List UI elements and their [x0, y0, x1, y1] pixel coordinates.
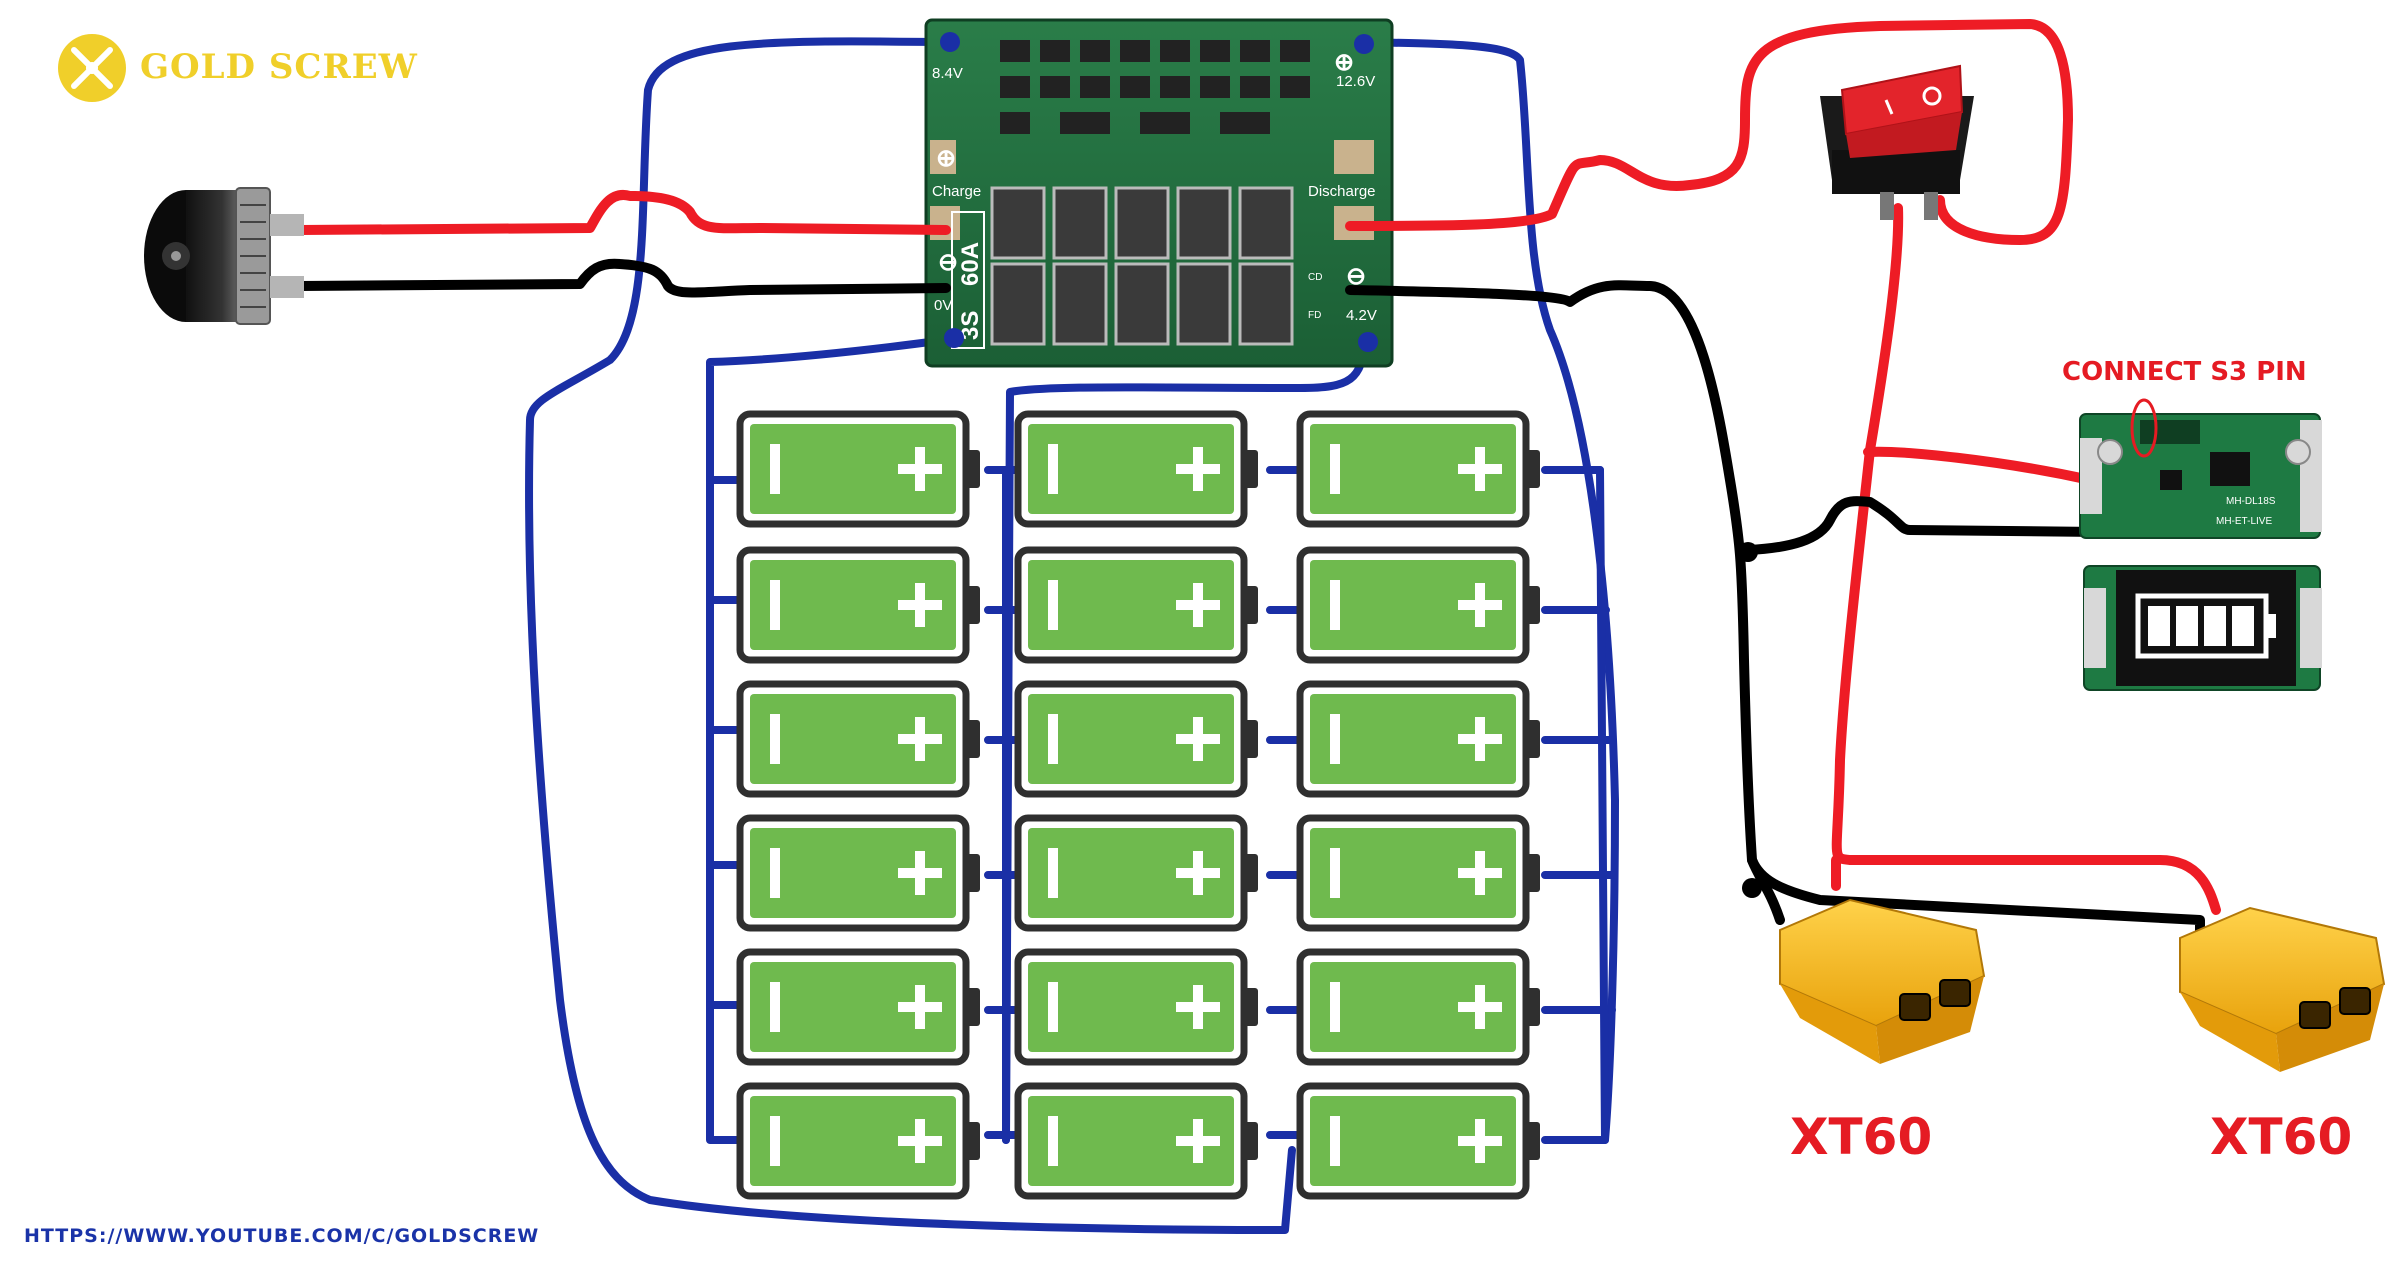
- battery-minus-icon: [1048, 580, 1058, 630]
- battery-cell: [1014, 410, 1258, 528]
- battery-minus-icon: [1330, 580, 1340, 630]
- black-junction-dot-2: [1742, 878, 1762, 898]
- battery-minus-icon: [770, 714, 780, 764]
- battery-cell: [1014, 546, 1258, 664]
- battery-cell: [736, 546, 980, 664]
- battery-cell: [736, 814, 980, 932]
- bms-label-charge: Charge: [932, 183, 981, 200]
- bms-board: 8.4V 12.6V Charge Discharge 0V 4.2V ⊕ ⊖ …: [924, 18, 1394, 368]
- bms-label-cd: CD: [1308, 272, 1322, 283]
- battery-minus-icon: [1330, 848, 1340, 898]
- battery-cell: [736, 1082, 980, 1200]
- brand-name: GOLD SCREW: [140, 47, 418, 87]
- xt60-connector-left: [1779, 898, 1986, 1064]
- battery-cell: [1296, 1082, 1540, 1200]
- battery-level-icon: [2135, 593, 2276, 659]
- battery-minus-icon: [1048, 444, 1058, 494]
- battery-minus-icon: [770, 982, 780, 1032]
- battery-cell: [1014, 814, 1258, 932]
- switch-off-mark: [1922, 86, 1942, 106]
- bms-label-fd: FD: [1308, 310, 1321, 321]
- indicator-model-sub: MH-ET-LIVE: [2216, 516, 2272, 527]
- red-wires: [295, 19, 2221, 915]
- battery-minus-icon: [1330, 1116, 1340, 1166]
- s3-pin-highlight: [2130, 398, 2158, 458]
- battery-minus-icon: [770, 848, 780, 898]
- bms-label-0v: 0V: [934, 297, 952, 314]
- bms-components: [1000, 40, 1310, 134]
- bms-mosfets: [990, 186, 1294, 346]
- battery-cell: [1014, 948, 1258, 1066]
- battery-cell: [1014, 1082, 1258, 1200]
- blue-wires: [525, 37, 1619, 1234]
- battery-grid: [736, 410, 1540, 1200]
- xt60-right-label: XT60: [2210, 1108, 2352, 1166]
- switch-on-mark: [1884, 99, 1894, 115]
- battery-cell: [736, 410, 980, 528]
- xt60-left-label: XT60: [1790, 1108, 1932, 1166]
- battery-indicator-module: CONNECT S3 PIN MH-DL18S MH-ET-LIVE: [2062, 357, 2322, 691]
- battery-minus-icon: [1330, 982, 1340, 1032]
- battery-cell: [1296, 546, 1540, 664]
- battery-minus-icon: [1048, 714, 1058, 764]
- battery-minus-icon: [770, 444, 780, 494]
- bms-blue-dots: [940, 32, 1378, 352]
- bms-pads: [930, 140, 1374, 240]
- crossed-screws-icon: [58, 34, 126, 102]
- bms-plus-left: ⊕: [936, 145, 956, 172]
- battery-cell: [1014, 680, 1258, 798]
- battery-cell: [736, 680, 980, 798]
- bms-plus-right: ⊕: [1334, 49, 1354, 76]
- rocker-switch: [1820, 64, 1974, 220]
- brand-logo: GOLD SCREW: [58, 34, 418, 102]
- indicator-model: MH-DL18S: [2226, 496, 2276, 507]
- bms-label-4v2: 4.2V: [1346, 307, 1377, 324]
- bms-minus-right: ⊖: [1346, 263, 1366, 290]
- battery-cell: [1296, 814, 1540, 932]
- battery-cell: [736, 948, 980, 1066]
- battery-minus-icon: [770, 580, 780, 630]
- battery-minus-icon: [1048, 848, 1058, 898]
- connect-s3-note: CONNECT S3 PIN: [2062, 357, 2307, 387]
- channel-url: HTTPS://WWW.YOUTUBE.COM/C/GOLDSCREW: [24, 1225, 539, 1247]
- dc-barrel-jack: [144, 187, 304, 325]
- battery-minus-icon: [1048, 1116, 1058, 1166]
- xt60-connector-right: [2179, 906, 2386, 1072]
- bms-label-12v6: 12.6V: [1336, 73, 1375, 90]
- battery-minus-icon: [1048, 982, 1058, 1032]
- battery-minus-icon: [1330, 714, 1340, 764]
- bms-minus-left: ⊖: [938, 249, 958, 276]
- bms-rating-current: 60A: [957, 242, 984, 286]
- battery-cell: [1296, 410, 1540, 528]
- battery-minus-icon: [770, 1116, 780, 1166]
- black-junction-dot: [1738, 542, 1758, 562]
- battery-cell: [1296, 680, 1540, 798]
- bms-label-8v4: 8.4V: [932, 65, 963, 82]
- battery-minus-icon: [1330, 444, 1340, 494]
- battery-cell: [1296, 948, 1540, 1066]
- bms-label-discharge: Discharge: [1308, 183, 1376, 200]
- black-wires: [295, 258, 2205, 937]
